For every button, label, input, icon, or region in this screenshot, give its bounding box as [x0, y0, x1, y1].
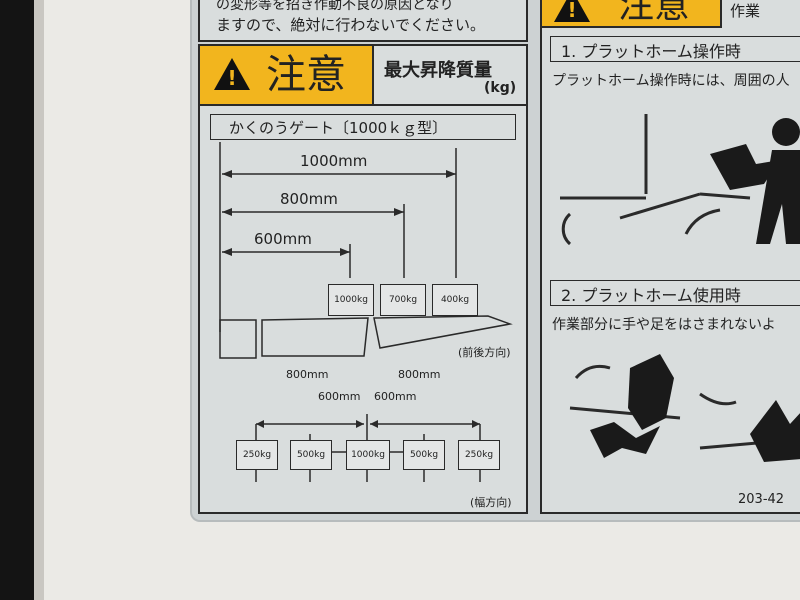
caution-header: ! 注意: [542, 0, 722, 28]
hand-pinch-icon: [569, 354, 800, 462]
distance-label: 800mm: [286, 368, 329, 381]
weight-icon: 250kg: [236, 440, 278, 470]
weight-icon: 1000kg: [346, 440, 390, 470]
door-edge: [34, 0, 44, 600]
direction-label: (幅方向): [470, 496, 512, 509]
top-note-box: の変形等を招き作動不良の原因となり ますので、絶対に行わないでください。: [198, 0, 528, 42]
distance-label: 600mm: [254, 230, 312, 248]
top-note-line2: ますので、絶対に行わないでください。: [216, 16, 485, 34]
top-note-line1: の変形等を招き作動不良の原因となり: [216, 0, 454, 13]
section2-title: 2. プラットホーム使用時: [561, 286, 741, 305]
load-diagram: [219, 142, 513, 482]
distance-label: 800mm: [280, 190, 338, 208]
caution-title: 注意: [266, 52, 346, 98]
weight-icon: 400kg: [432, 284, 478, 316]
door-frame: [0, 0, 34, 600]
person-pinch-icon: [560, 114, 800, 246]
gate-type-label: かくのうゲート〔1000ｋｇ型〕: [229, 119, 448, 137]
distance-label: 1000mm: [300, 152, 368, 170]
caution-header: ! 注意: [200, 46, 374, 104]
distance-label: 600mm: [318, 390, 361, 403]
max-load-label: 最大昇降質量: [384, 60, 492, 81]
warning-triangle-icon: !: [554, 0, 590, 22]
weight-icon: 700kg: [380, 284, 426, 316]
divider: [200, 104, 526, 106]
section1-text: プラットホーム操作時には、周囲の人: [552, 73, 790, 89]
distance-label: 800mm: [398, 368, 441, 381]
unit-label: (kg): [484, 80, 517, 96]
section2-text: 作業部分に手や足をはさまれないよ: [552, 317, 776, 333]
section2-title-box: 2. プラットホーム使用時: [550, 280, 800, 306]
direction-label: (前後方向): [458, 346, 511, 359]
section1-title-box: 1. プラットホーム操作時: [550, 36, 800, 62]
gate-type-box: かくのうゲート〔1000ｋｇ型〕: [210, 114, 516, 140]
warning-label: の変形等を招き作動不良の原因となり ますので、絶対に行わないでください。 ! 注…: [190, 0, 800, 522]
weight-icon: 250kg: [458, 440, 500, 470]
label-code: 203-42: [738, 492, 785, 507]
weight-icon: 500kg: [290, 440, 332, 470]
section1-title: 1. プラットホーム操作時: [561, 42, 741, 61]
caution-title: 注意: [618, 0, 691, 26]
distance-label: 600mm: [374, 390, 417, 403]
right-caution-panel: ! 注意 作業 1. プラットホーム操作時 プラットホーム操作時には、周囲の人 …: [540, 0, 800, 514]
header-text: 作業: [730, 2, 761, 20]
weight-icon: 1000kg: [328, 284, 374, 316]
warning-triangle-icon: !: [214, 58, 250, 90]
weight-icon: 500kg: [403, 440, 445, 470]
left-caution-panel: ! 注意 最大昇降質量 (kg) かくのうゲート〔1000ｋｇ型〕: [198, 44, 528, 514]
